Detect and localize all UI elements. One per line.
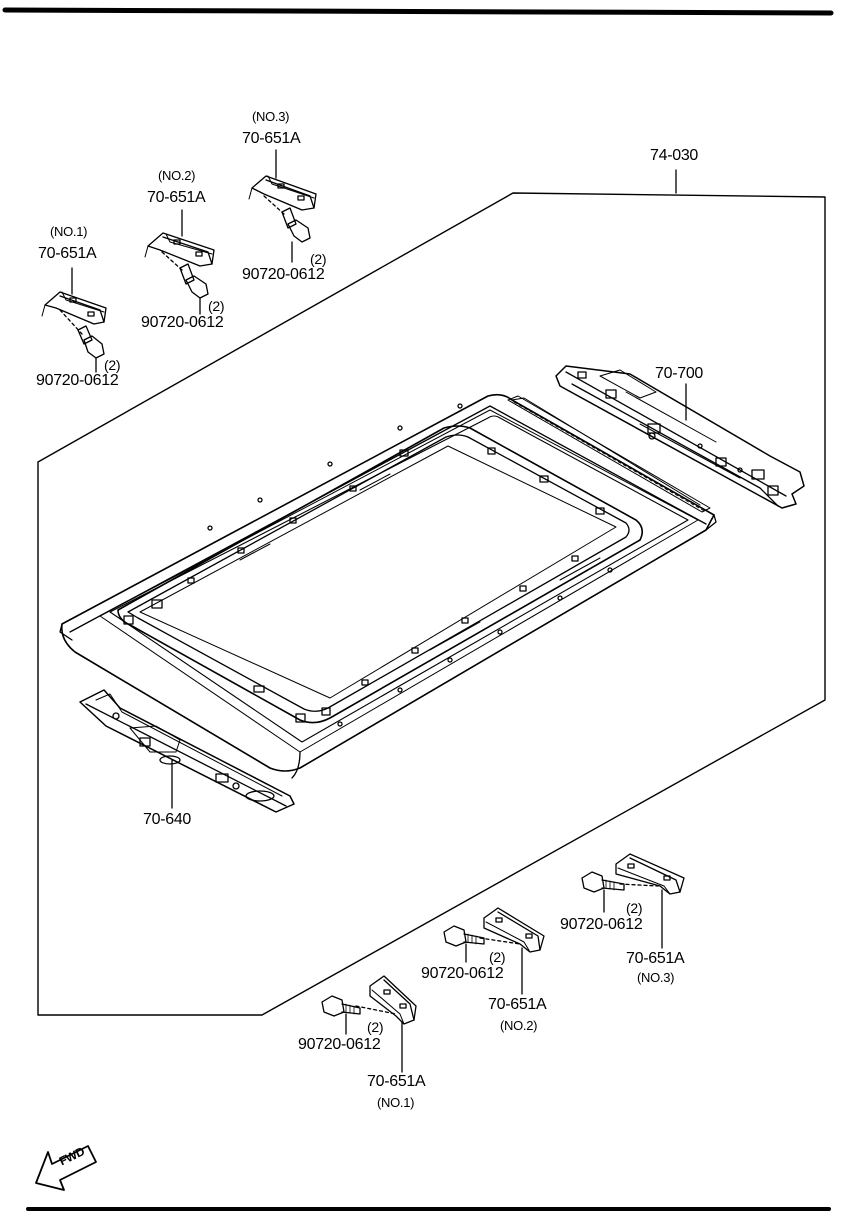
bolt-no3-top-label: 90720-0612 bbox=[242, 266, 325, 283]
front-roof-rail bbox=[80, 690, 294, 812]
bracket-no1-bottom-variant: (NO.1) bbox=[377, 1095, 415, 1110]
bolt-no2-top bbox=[180, 264, 208, 314]
fwd-arrow-icon bbox=[36, 1146, 96, 1190]
bolt-no3-top-path bbox=[264, 196, 284, 214]
bracket-no1-top-variant: (NO.1) bbox=[50, 224, 88, 239]
bolt-no2-bottom-path bbox=[480, 938, 520, 944]
bolt-no3-bottom-path bbox=[620, 884, 658, 886]
rear-rail-label: 70-700 bbox=[655, 365, 704, 382]
assembly-label: 74-030 bbox=[650, 147, 699, 164]
bolt-no1-bottom bbox=[322, 996, 360, 1034]
bracket-no3-top bbox=[249, 176, 316, 210]
bolt-no3-bottom bbox=[582, 872, 624, 912]
bolt-no1-bottom-qty: (2) bbox=[367, 1019, 384, 1035]
bracket-no1-bottom bbox=[370, 976, 416, 1024]
bolt-no2-top-label: 90720-0612 bbox=[141, 314, 224, 331]
bolt-no2-top-qty: (2) bbox=[208, 298, 225, 314]
rear-roof-rail bbox=[556, 366, 804, 508]
bracket-no2-top-label: 70-651A bbox=[147, 189, 206, 206]
bracket-no1-top-label: 70-651A bbox=[38, 245, 97, 262]
bolt-no2-bottom-qty: (2) bbox=[489, 949, 506, 965]
bolt-no1-bottom-label: 90720-0612 bbox=[298, 1036, 381, 1053]
bolt-no2-top-path bbox=[162, 252, 182, 270]
bolt-no3-bottom-qty: (2) bbox=[626, 900, 643, 916]
bracket-no1-top bbox=[42, 292, 106, 324]
bracket-no3-bottom-label: 70-651A bbox=[626, 950, 685, 967]
bolt-no1-top bbox=[78, 326, 104, 372]
bracket-no3-bottom-variant: (NO.3) bbox=[637, 970, 675, 985]
bolt-no2-bottom bbox=[444, 926, 484, 962]
bracket-no1-bottom-label: 70-651A bbox=[367, 1073, 426, 1090]
top-rule bbox=[5, 10, 831, 13]
assembly-boundary bbox=[38, 193, 825, 1015]
bolt-no1-bottom-path bbox=[356, 1006, 396, 1014]
bracket-no3-bottom bbox=[616, 854, 684, 894]
bracket-no2-bottom bbox=[484, 908, 544, 952]
bracket-no3-top-variant: (NO.3) bbox=[252, 109, 290, 124]
roof-panel bbox=[60, 395, 716, 778]
bolt-no3-top-qty: (2) bbox=[310, 251, 327, 267]
bracket-no2-top-variant: (NO.2) bbox=[158, 168, 196, 183]
bolt-no1-top-label: 90720-0612 bbox=[36, 372, 119, 389]
bracket-no2-top bbox=[145, 233, 214, 266]
front-rail-label: 70-640 bbox=[143, 811, 192, 828]
bracket-no3-top-label: 70-651A bbox=[242, 130, 301, 147]
bracket-no2-bottom-variant: (NO.2) bbox=[500, 1018, 538, 1033]
bracket-no2-bottom-label: 70-651A bbox=[488, 996, 547, 1013]
bolt-no3-bottom-label: 90720-0612 bbox=[560, 916, 643, 933]
bolt-no1-top-qty: (2) bbox=[104, 357, 121, 373]
bolt-no2-bottom-label: 90720-0612 bbox=[421, 965, 504, 982]
bolt-no3-top bbox=[282, 208, 310, 262]
